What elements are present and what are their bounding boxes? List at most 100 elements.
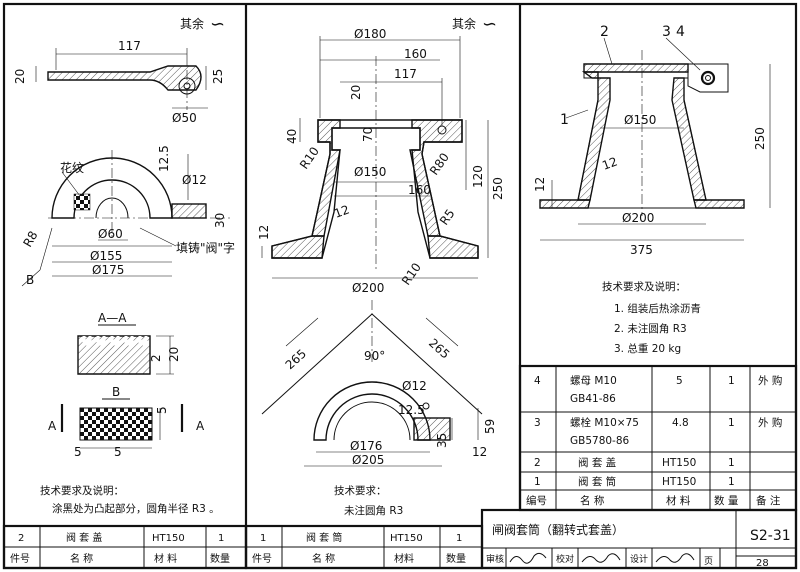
section-marker-b: B — [26, 273, 34, 287]
bom-r-no-3: 3 — [534, 417, 541, 429]
assembly-view — [539, 37, 771, 241]
drawing-title: 闸阀套筒（翻转式套盖） — [492, 522, 624, 537]
dim-d150-right: Ø150 — [624, 113, 656, 127]
dim-12-5-cover: 12.5 — [398, 403, 425, 417]
bom-r-note-4: 外 购 — [758, 374, 782, 387]
bom-r-no-1: 1 — [534, 476, 541, 488]
dim-265-left: 265 — [283, 346, 309, 372]
bom-r-mat-2: HT150 — [662, 457, 696, 469]
dim-r5: R5 — [437, 207, 458, 228]
dim-250-right: 250 — [753, 127, 767, 150]
bom-r-mat-4: 5 — [676, 375, 683, 387]
cast-char-label: 填铸"阀"字 — [176, 240, 235, 255]
right-note-2: 2. 未注圆角 R3 — [614, 322, 687, 335]
bom-left-h-mat: 材 料 — [154, 552, 177, 565]
dim-d150-mid: Ø150 — [354, 165, 386, 179]
page-number: 28 — [756, 558, 769, 569]
dim-160-mid: 160 — [408, 183, 431, 197]
bom-mid-no: 1 — [260, 533, 266, 544]
review-label: 审核 — [486, 553, 504, 565]
bom-left-h-name: 名 称 — [70, 552, 93, 565]
dim-d12-plan: Ø12 — [182, 173, 207, 187]
bom-left-no: 2 — [18, 533, 24, 544]
atlas-number: S2-31 — [750, 528, 791, 544]
bom-r-std-4: GB41-86 — [570, 393, 616, 405]
dim-d12-cover: Ø12 — [402, 379, 427, 393]
balloon-4: 4 — [676, 24, 685, 40]
design-label: 设计 — [630, 553, 648, 565]
dim-35: 35 — [435, 433, 449, 448]
bom-r-name-2: 阀 套 盖 — [578, 456, 617, 469]
dim-12-flange: 12 — [257, 225, 271, 240]
cover-plan-view — [21, 150, 230, 287]
view-b-title: B — [112, 385, 120, 399]
bom-mid-h-mat: 材料 — [394, 552, 414, 565]
dim-5-b2: 5 — [114, 445, 122, 459]
dim-265-right: 265 — [426, 336, 452, 362]
dim-5-b3: 5 — [155, 406, 169, 414]
bom-mid-name: 阀 套 筒 — [306, 531, 342, 544]
bom-r-qty-4: 1 — [728, 375, 735, 387]
dim-90deg: 90° — [364, 349, 385, 363]
bom-r-h-qty: 数 量 — [714, 494, 739, 507]
bom-r-h-name: 名 称 — [580, 494, 605, 507]
bom-r-h-no: 编号 — [526, 494, 547, 507]
right-note-1: 1. 组装后热涂沥青 — [614, 302, 701, 315]
review-signature — [509, 552, 547, 564]
dim-20-top: 20 — [13, 69, 27, 84]
dim-25-top: 25 — [211, 69, 225, 84]
bom-r-name-1: 阀 套 筒 — [578, 475, 616, 488]
design-signature — [655, 553, 695, 563]
rest-roughness-label: 其余 — [452, 16, 476, 31]
dim-59: 59 — [483, 419, 497, 434]
bom-r-name-3: 螺栓 M10×75 — [570, 416, 639, 429]
dim-5-b1: 5 — [74, 445, 82, 459]
rest-roughness-middle: 其余 ∽ — [452, 14, 497, 35]
dim-d205: Ø205 — [352, 453, 384, 467]
bom-r-h-note: 备 注 — [756, 494, 781, 507]
dim-12-5-plan: 12.5 — [157, 145, 171, 172]
bom-mid-h-qty: 数量 — [446, 552, 466, 565]
dim-d200-right: Ø200 — [622, 211, 654, 225]
dim-r8: R8 — [20, 229, 40, 250]
dim-d176: Ø176 — [350, 439, 382, 453]
dim-d50: Ø50 — [172, 111, 197, 125]
bom-mid-h-name: 名 称 — [312, 552, 335, 565]
dim-r10-lower: R10 — [399, 260, 424, 287]
bom-r-mat-3: 4.8 — [672, 417, 689, 429]
rest-roughness-left: 其余 ∽ — [180, 14, 225, 35]
dim-20-mid: 20 — [349, 85, 363, 100]
check-label: 校对 — [556, 553, 574, 565]
dim-70: 70 — [361, 127, 375, 142]
bom-r-qty-1: 1 — [728, 476, 735, 488]
bom-left-qty: 1 — [218, 533, 224, 544]
balloon-3: 3 — [662, 24, 671, 40]
dim-12-right-wall: 12 — [600, 154, 619, 172]
dim-120: 120 — [471, 165, 485, 188]
left-notes-heading: 技术要求及说明： — [40, 484, 124, 497]
dim-160-top: 160 — [404, 47, 427, 61]
rest-roughness-label: 其余 — [180, 16, 204, 31]
bom-r-mat-1: HT150 — [662, 476, 696, 488]
bom-left-h-qty: 数量 — [210, 552, 230, 565]
dim-d180: Ø180 — [354, 27, 386, 41]
dim-r80: R80 — [427, 150, 452, 177]
dim-d175: Ø175 — [92, 263, 124, 277]
view-b — [60, 398, 184, 449]
bom-r-no-2: 2 — [534, 457, 541, 469]
bom-r-no-4: 4 — [534, 375, 541, 387]
bom-r-std-3: GB5780-86 — [570, 435, 630, 447]
right-notes-heading: 技术要求及说明： — [602, 280, 686, 293]
pattern-label: 花纹 — [60, 160, 84, 175]
dim-d155: Ø155 — [90, 249, 122, 263]
bom-r-name-4: 螺母 M10 — [570, 375, 617, 387]
bom-r-qty-2: 1 — [728, 457, 735, 469]
bom-r-h-mat: 材 料 — [666, 494, 691, 507]
cut-marker-a-right: A — [196, 419, 205, 433]
bom-mid-qty: 1 — [456, 533, 462, 544]
balloon-2: 2 — [600, 24, 609, 40]
roughness-symbol: ∽ — [210, 14, 225, 35]
cut-marker-a-left: A — [48, 419, 57, 433]
cover-top-view — [35, 48, 208, 110]
check-signature — [581, 553, 621, 563]
